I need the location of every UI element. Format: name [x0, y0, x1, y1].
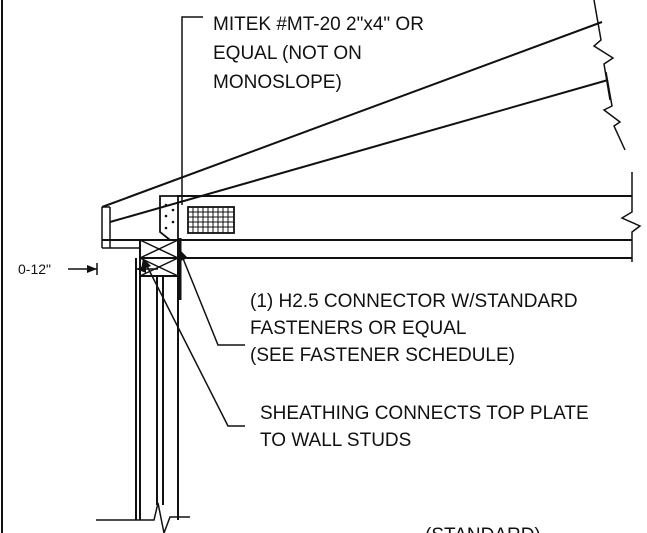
mitek-callout: MITEK #MT-20 2"x4" OR EQUAL (NOT ON MONO… — [213, 14, 424, 93]
mitek-callout-line-1: MITEK #MT-20 2"x4" OR — [213, 14, 424, 35]
h25-callout: (1) H2.5 CONNECTOR W/STANDARD FASTENERS … — [250, 291, 578, 366]
sheathing-callout-line-2: TO WALL STUDS — [260, 430, 411, 451]
wall-studs — [135, 258, 179, 520]
h25-leader-arrow — [178, 250, 188, 262]
break-line-upper — [602, 71, 626, 151]
h25-callout-line-3: (SEE FASTENER SCHEDULE) — [250, 345, 515, 366]
sheathing-leader-arrow — [141, 258, 151, 270]
top-chord — [101, 21, 609, 248]
bottom-partial-label: (STANDARD) — [425, 525, 541, 533]
break-line-chord — [620, 172, 642, 262]
mitek-callout-line-2: EQUAL (NOT ON — [213, 43, 362, 64]
bottom-chord — [102, 195, 632, 259]
h25-callout-line-1: (1) H2.5 CONNECTOR W/STANDARD — [250, 291, 578, 312]
h25-leader — [181, 255, 245, 346]
break-line-top — [592, 0, 615, 101]
top-plate — [139, 239, 179, 277]
mitek-leader — [181, 16, 203, 205]
h25-callout-line-2: FASTENERS OR EQUAL — [250, 318, 466, 339]
overhang-dimension-label: 0-12" — [18, 261, 51, 277]
break-line-bottom — [96, 502, 190, 533]
h25-connector — [159, 195, 179, 241]
sheathing-leader — [145, 263, 245, 427]
mitek-plate — [187, 206, 235, 234]
sheathing-callout: SHEATHING CONNECTS TOP PLATE TO WALL STU… — [260, 403, 589, 451]
sheathing-callout-line-1: SHEATHING CONNECTS TOP PLATE — [260, 403, 589, 424]
mitek-callout-line-3: MONOSLOPE) — [213, 72, 342, 93]
